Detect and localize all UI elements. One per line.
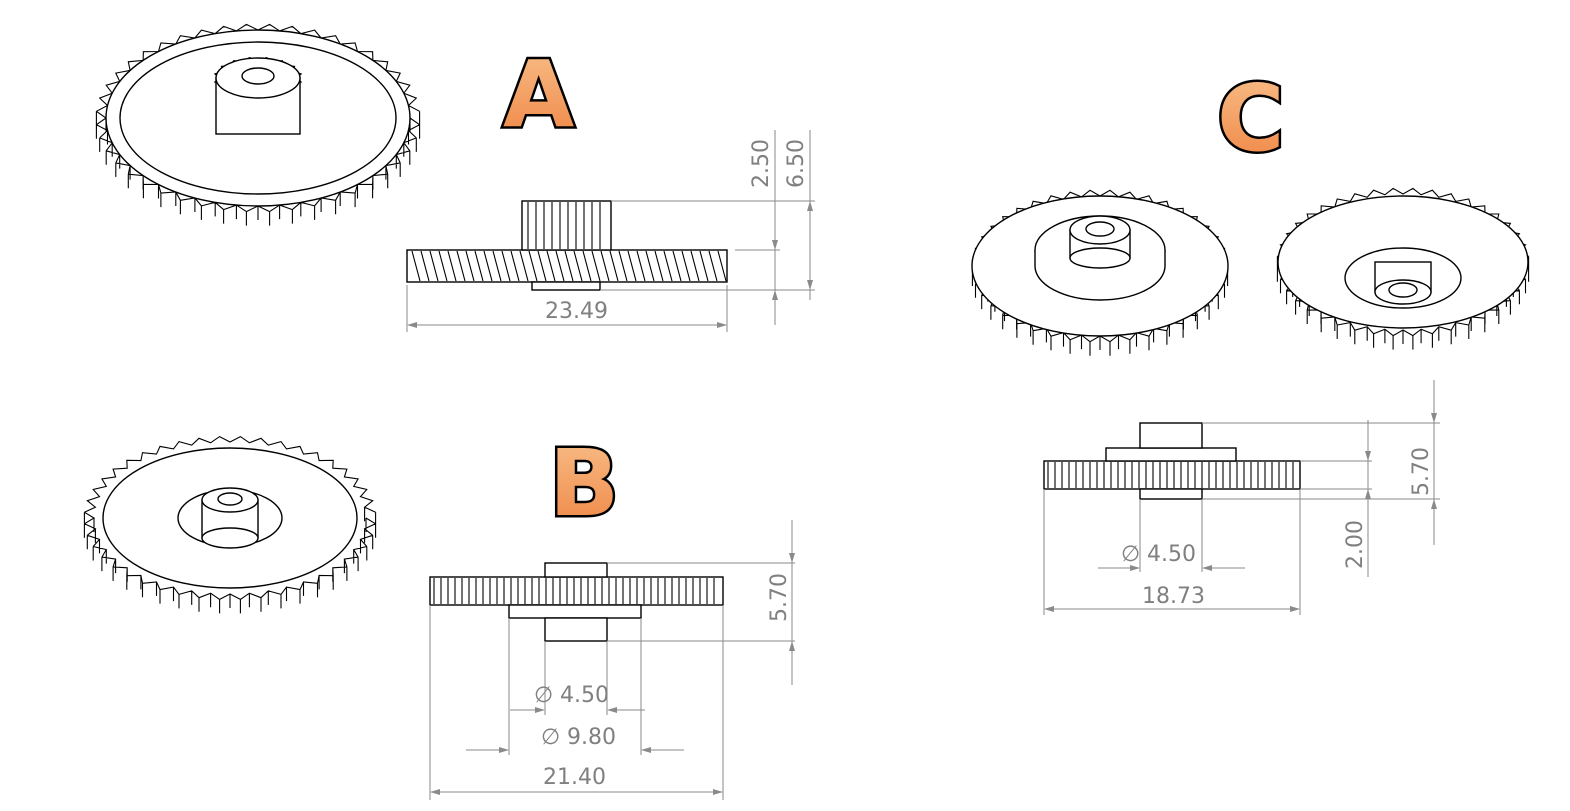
tooth-edge: [618, 250, 628, 282]
tooth-edge: [708, 250, 718, 282]
dim-b-hub-dia: 9.80: [567, 725, 616, 750]
gear-a-isometric-view: [95, 23, 421, 226]
tooth-edge: [690, 250, 700, 282]
tooth-edge: [717, 250, 727, 282]
tooth-edge: [546, 250, 556, 282]
tooth-edge: [564, 250, 574, 282]
tooth-edge: [519, 250, 529, 282]
dim-a-overall-width: 23.49: [545, 299, 608, 324]
tooth-edge: [645, 250, 655, 282]
dim-b-total-height: 5.70: [767, 573, 792, 622]
gear-b-dimensions: 5.70 ∅ 4.50 ∅ 9.80 21.40: [429, 520, 795, 800]
gear-b-side-view: [429, 562, 724, 642]
dim-c-bottom-height: 2.00: [1343, 520, 1368, 569]
dim-c-overall-width: 18.73: [1142, 584, 1205, 609]
gear-c-dimensions: 5.70 2.00 ∅ 4.50 18.73: [1043, 380, 1440, 615]
tooth-edge: [573, 250, 583, 282]
gear-c-isometric-top-view: [971, 189, 1229, 356]
tooth-edge: [501, 250, 511, 282]
gear-b-isometric-view: [83, 435, 377, 614]
dim-b-bore: 4.50: [560, 683, 609, 708]
tooth-edge: [492, 250, 502, 282]
tooth-edge: [483, 250, 493, 282]
tooth-edge: [510, 250, 520, 282]
gear-a-dimensions: 23.49 2.50 6.50: [406, 130, 815, 332]
label-c: C: [1217, 65, 1285, 172]
tooth-edge: [636, 250, 646, 282]
dim-a-hub-height: 2.50: [749, 139, 774, 188]
tooth-edge: [411, 250, 421, 282]
tooth-edge: [447, 250, 457, 282]
dim-c-bore: 4.50: [1147, 542, 1196, 567]
tooth-edge: [537, 250, 547, 282]
tooth-edge: [654, 250, 664, 282]
tooth-edge: [663, 250, 673, 282]
dim-b-hub-dia-symbol: ∅: [541, 725, 560, 750]
label-a: A: [503, 41, 574, 148]
tooth-edge: [609, 250, 619, 282]
dim-b-overall-width: 21.40: [543, 765, 606, 790]
tooth-edge: [600, 250, 610, 282]
label-b: B: [549, 430, 619, 537]
dim-c-total-height: 5.70: [1409, 447, 1434, 496]
tooth-edge: [582, 250, 592, 282]
dim-c-bore-symbol: ∅: [1121, 542, 1140, 567]
tooth-edge: [681, 250, 691, 282]
tooth-edge: [555, 250, 565, 282]
tooth-edge: [465, 250, 475, 282]
tooth-edge: [429, 250, 439, 282]
dim-b-bore-symbol: ∅: [534, 683, 553, 708]
tooth-edge: [474, 250, 484, 282]
tooth-edge: [438, 250, 448, 282]
tooth-edge: [672, 250, 682, 282]
tooth-edge: [591, 250, 601, 282]
tooth-edge: [528, 250, 538, 282]
tooth-edge: [627, 250, 637, 282]
tooth-edge: [456, 250, 466, 282]
gear-a-pinion: [213, 57, 303, 135]
tooth-edge: [420, 250, 430, 282]
gear-a-side-view: [406, 200, 728, 291]
dim-a-total-height: 6.50: [784, 139, 809, 188]
gear-c-isometric-bottom-view: [1276, 187, 1530, 350]
gear-c-side-view: [1043, 422, 1301, 500]
tooth-edge: [699, 250, 709, 282]
